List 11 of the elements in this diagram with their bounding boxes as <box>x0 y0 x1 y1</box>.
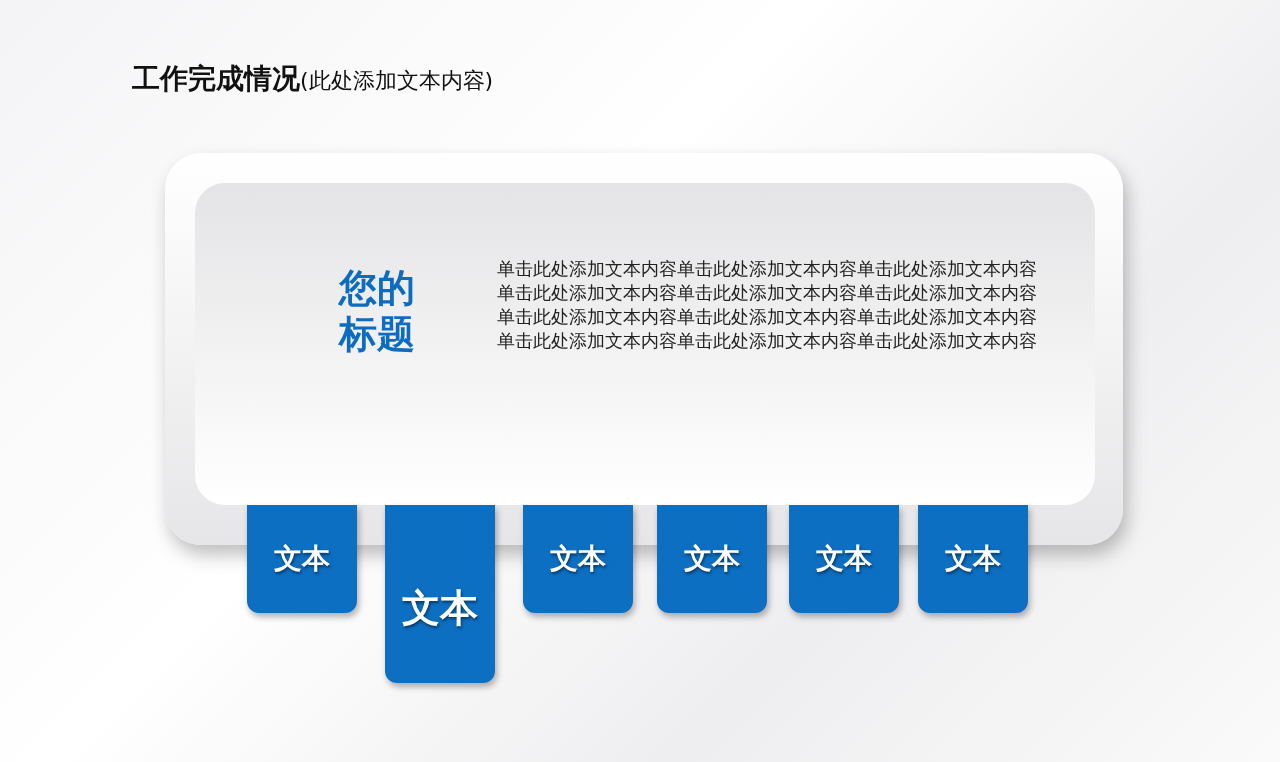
card-background <box>165 153 1123 545</box>
content-panel <box>195 183 1095 505</box>
text-tab: 文本 <box>385 505 495 683</box>
panel-heading: 您的标题 <box>337 265 416 357</box>
slide-title: 工作完成情况(此处添加文本内容) <box>132 61 494 97</box>
body-paragraph: 单击此处添加文本内容单击此处添加文本内容单击此处添加文本内容单击此处添加文本内容单击此处添加文本内容单击此处添加文本内容单击此处添加文本内容单击此处添加文本内容单击此处添加文本内容单击此处添加文本内容单击此处添加文本内容单击此处添加文本内容 <box>497 258 1038 353</box>
text-tab: 文本 <box>918 505 1028 613</box>
text-tab: 文本 <box>247 505 357 613</box>
text-tab: 文本 <box>523 505 633 613</box>
text-tab: 文本 <box>657 505 767 613</box>
text-tab: 文本 <box>789 505 899 613</box>
